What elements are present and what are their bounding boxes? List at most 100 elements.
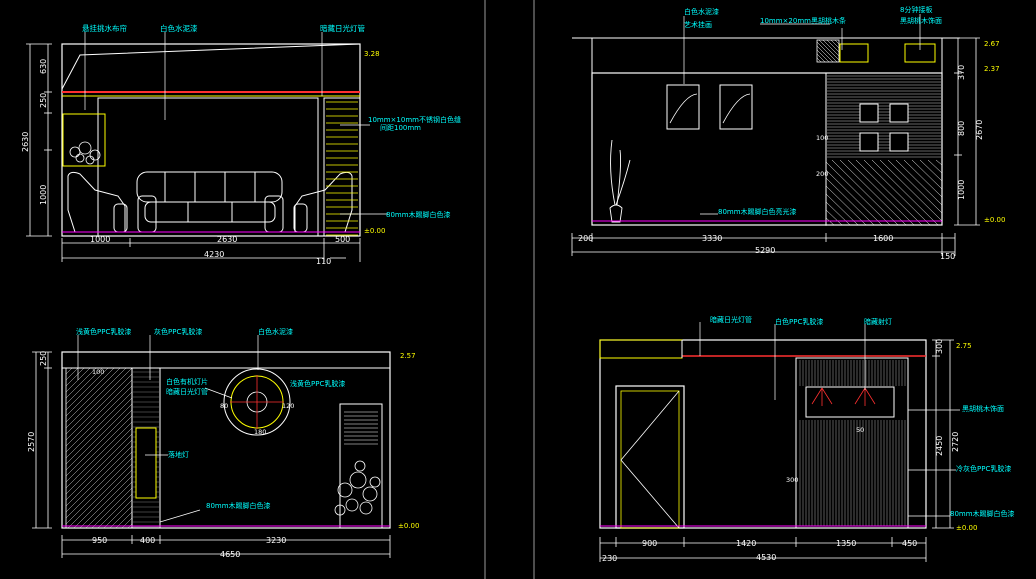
level-top: 3.28	[364, 50, 380, 58]
ceiling-trim	[839, 43, 869, 63]
dim-h-3: 1420	[736, 539, 756, 548]
vase-drawing	[609, 139, 631, 223]
slatted-wall-lines	[326, 101, 358, 236]
pattern-line	[825, 209, 843, 226]
pattern-line	[109, 505, 133, 529]
pattern-line	[65, 367, 103, 405]
pattern-line	[825, 161, 891, 226]
level-top-1: 2.67	[984, 40, 1000, 48]
pattern-line	[816, 49, 830, 63]
label-1: 浅黄色PPC乳胶漆	[76, 327, 131, 336]
dim-v-1: 370	[957, 65, 966, 80]
pattern-line	[65, 433, 133, 501]
pattern-line	[935, 159, 943, 166]
dim-v-4: 1000	[39, 185, 48, 205]
pattern-line	[79, 475, 133, 529]
pattern-line	[65, 367, 73, 375]
walnut-panel-lines	[825, 75, 943, 226]
label-80: 80	[220, 402, 228, 410]
air-conditioner-lines	[344, 411, 378, 445]
label-top-1: 悬挂挑水布帘	[82, 23, 127, 33]
label-2: 灰色PPC乳胶漆	[154, 327, 202, 336]
dim-vertical	[954, 37, 980, 226]
door-swing	[620, 390, 680, 529]
slatted-column	[131, 367, 161, 529]
dim-h-5: 450	[902, 539, 917, 548]
pattern-line	[825, 185, 867, 226]
dim-vertical	[932, 339, 954, 529]
pattern-line	[834, 39, 840, 45]
pattern-line	[879, 159, 943, 222]
pattern-line	[65, 445, 133, 513]
pattern-line	[91, 487, 133, 529]
dim-h-2: 3330	[702, 234, 722, 243]
pattern-line	[919, 159, 943, 182]
dim-h-1: 200	[578, 234, 593, 243]
label-1: 暗藏日光灯管	[710, 315, 752, 324]
pattern-line	[65, 373, 133, 441]
label-bottom-right: 80mm木踢脚白色漆	[386, 210, 451, 219]
level-top: 2.75	[956, 342, 972, 350]
hatched-panel-lines	[65, 367, 133, 529]
level-top-2: 2.37	[984, 65, 1000, 73]
label-3: 白色水泥漆	[258, 327, 293, 336]
cabinet-niche	[805, 386, 895, 418]
elevation-top-right: 白色水泥漆 艺术挂画 10mm×20mm黑胡桃木条 8分钟接板 黑胡桃木饰面 8…	[571, 5, 1005, 261]
label-bottom: 80mm木踢脚白色亮光漆	[718, 207, 797, 216]
walnut-cabinet	[795, 357, 909, 529]
ceiling-block	[816, 39, 840, 63]
label-8: 80mm木踢脚白色漆	[206, 501, 271, 510]
dim-v-1: 300	[935, 339, 944, 354]
pattern-line	[65, 367, 109, 411]
pattern-line	[816, 45, 834, 63]
pattern-line	[816, 41, 838, 63]
pattern-line	[85, 481, 133, 529]
walnut-panel	[825, 72, 943, 226]
elevation-top-left: 悬挂挑水布帘 白色水泥漆 暗藏日光灯管 10mm×10mm不锈钢白色缝 间距10…	[21, 23, 461, 266]
level-bottom: ±0.00	[364, 227, 385, 235]
slatted-wall	[323, 97, 361, 237]
dim-total: 5290	[755, 246, 775, 255]
pattern-line	[65, 385, 133, 453]
dim-total: 4530	[756, 553, 776, 562]
dim-horizontal	[599, 537, 927, 562]
label-mid-2: 200	[816, 170, 828, 178]
pattern-line	[825, 193, 859, 226]
spot-lights	[811, 387, 876, 406]
pattern-line	[65, 409, 133, 477]
pattern-line	[65, 367, 97, 399]
dim-horizontal	[571, 233, 956, 256]
dim-h-1: 1000	[90, 235, 110, 244]
dim-v-1: 630	[39, 59, 48, 74]
pattern-line	[816, 53, 826, 63]
pattern-line	[822, 39, 840, 57]
pattern-line	[826, 39, 840, 53]
wall-outline	[599, 339, 927, 529]
pattern-line	[97, 493, 133, 529]
leader-lines	[77, 335, 259, 523]
dim-total: 4650	[220, 550, 240, 559]
dim-horizontal	[61, 238, 361, 262]
level-bottom: ±0.00	[984, 216, 1005, 224]
label-6: 80mm木踢脚白色漆	[950, 509, 1015, 518]
curtain-frame	[97, 97, 319, 237]
pattern-line	[65, 391, 133, 459]
dim-horizontal	[61, 535, 391, 558]
elevation-bottom-left: 浅黄色PPC乳胶漆 灰色PPC乳胶漆 白色水泥漆 白色有机灯片 暗藏日光灯管 浅…	[27, 327, 419, 559]
label-5: 暗藏日光灯管	[166, 387, 208, 396]
pattern-line	[839, 159, 907, 226]
label-4: 白色有机灯片	[166, 377, 208, 386]
label-6: 浅黄色PPC乳胶漆	[290, 379, 345, 388]
pattern-line	[831, 159, 899, 226]
wall-picture	[62, 113, 106, 167]
label-300: 300	[786, 476, 798, 484]
dim-h-3: 1600	[873, 234, 893, 243]
wall-outline	[61, 351, 391, 529]
pattern-line	[887, 159, 943, 214]
pattern-line	[816, 57, 822, 63]
dim-small: 110	[316, 257, 331, 266]
label-3: 暗藏射灯	[864, 317, 892, 326]
niche-boxes	[859, 103, 909, 152]
dim-v-3: 2720	[951, 432, 960, 452]
